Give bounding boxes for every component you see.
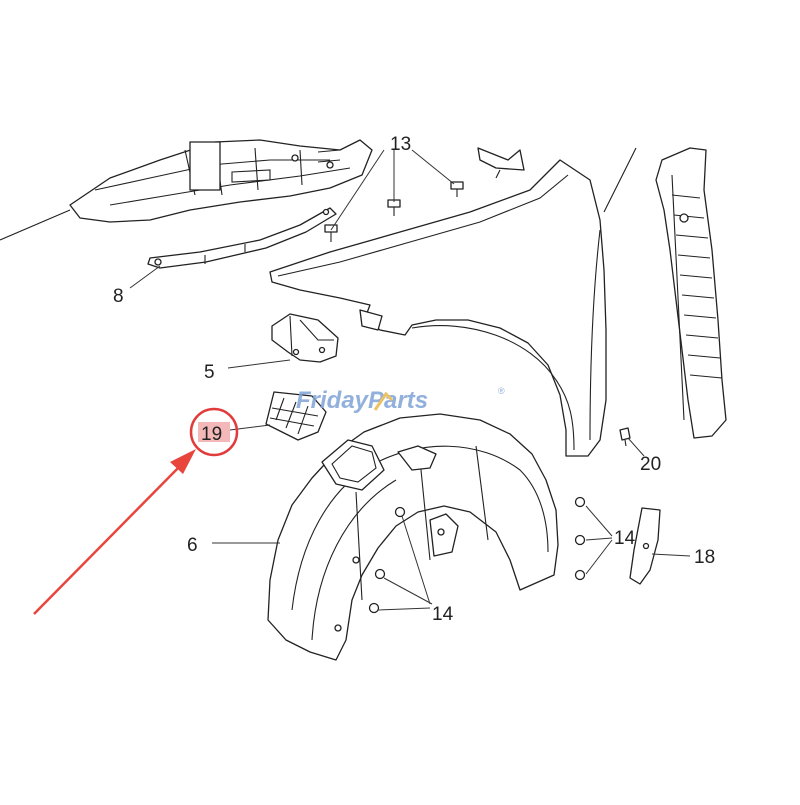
part-5-bracket	[271, 313, 339, 363]
fender-side-shield	[655, 147, 727, 439]
callout-19-highlight	[198, 422, 230, 442]
highlight-circle	[189, 407, 239, 457]
part-14-fasteners	[368, 496, 586, 614]
watermark-logo: FridayParts ®	[296, 386, 505, 414]
part-18-strip	[629, 507, 661, 585]
callout-6: 6	[187, 535, 198, 556]
leader-lines	[129, 149, 691, 611]
callout-18: 18	[694, 547, 715, 568]
callout-20: 20	[640, 454, 661, 475]
watermark-brand-2: Parts	[368, 387, 428, 414]
part-6-wheel-liner	[267, 413, 559, 661]
watermark-swoosh	[373, 391, 394, 411]
upper-rail-assembly	[0, 139, 373, 241]
callout-19: 19	[201, 424, 222, 445]
pointer-arrow-line	[33, 461, 185, 615]
watermark-mark: ®	[498, 386, 505, 396]
callout-13: 13	[390, 134, 411, 155]
svg-text:FridayParts: FridayParts	[296, 387, 428, 414]
callout-14-right: 14	[614, 528, 636, 549]
pointer-arrow-head	[170, 449, 196, 474]
part-13-bolts	[324, 181, 464, 242]
fender-panel	[269, 147, 637, 457]
callout-14-lower: 14	[432, 604, 454, 625]
part-19-grille	[265, 391, 327, 441]
callout-labels: 5 6 8 13 14 14 18 20	[113, 134, 715, 625]
callout-8: 8	[113, 286, 124, 307]
highlight-part-19: 19	[33, 407, 239, 615]
watermark-brand-1: Friday	[296, 387, 370, 414]
callout-5: 5	[204, 362, 215, 383]
part-20-clip	[619, 427, 631, 447]
